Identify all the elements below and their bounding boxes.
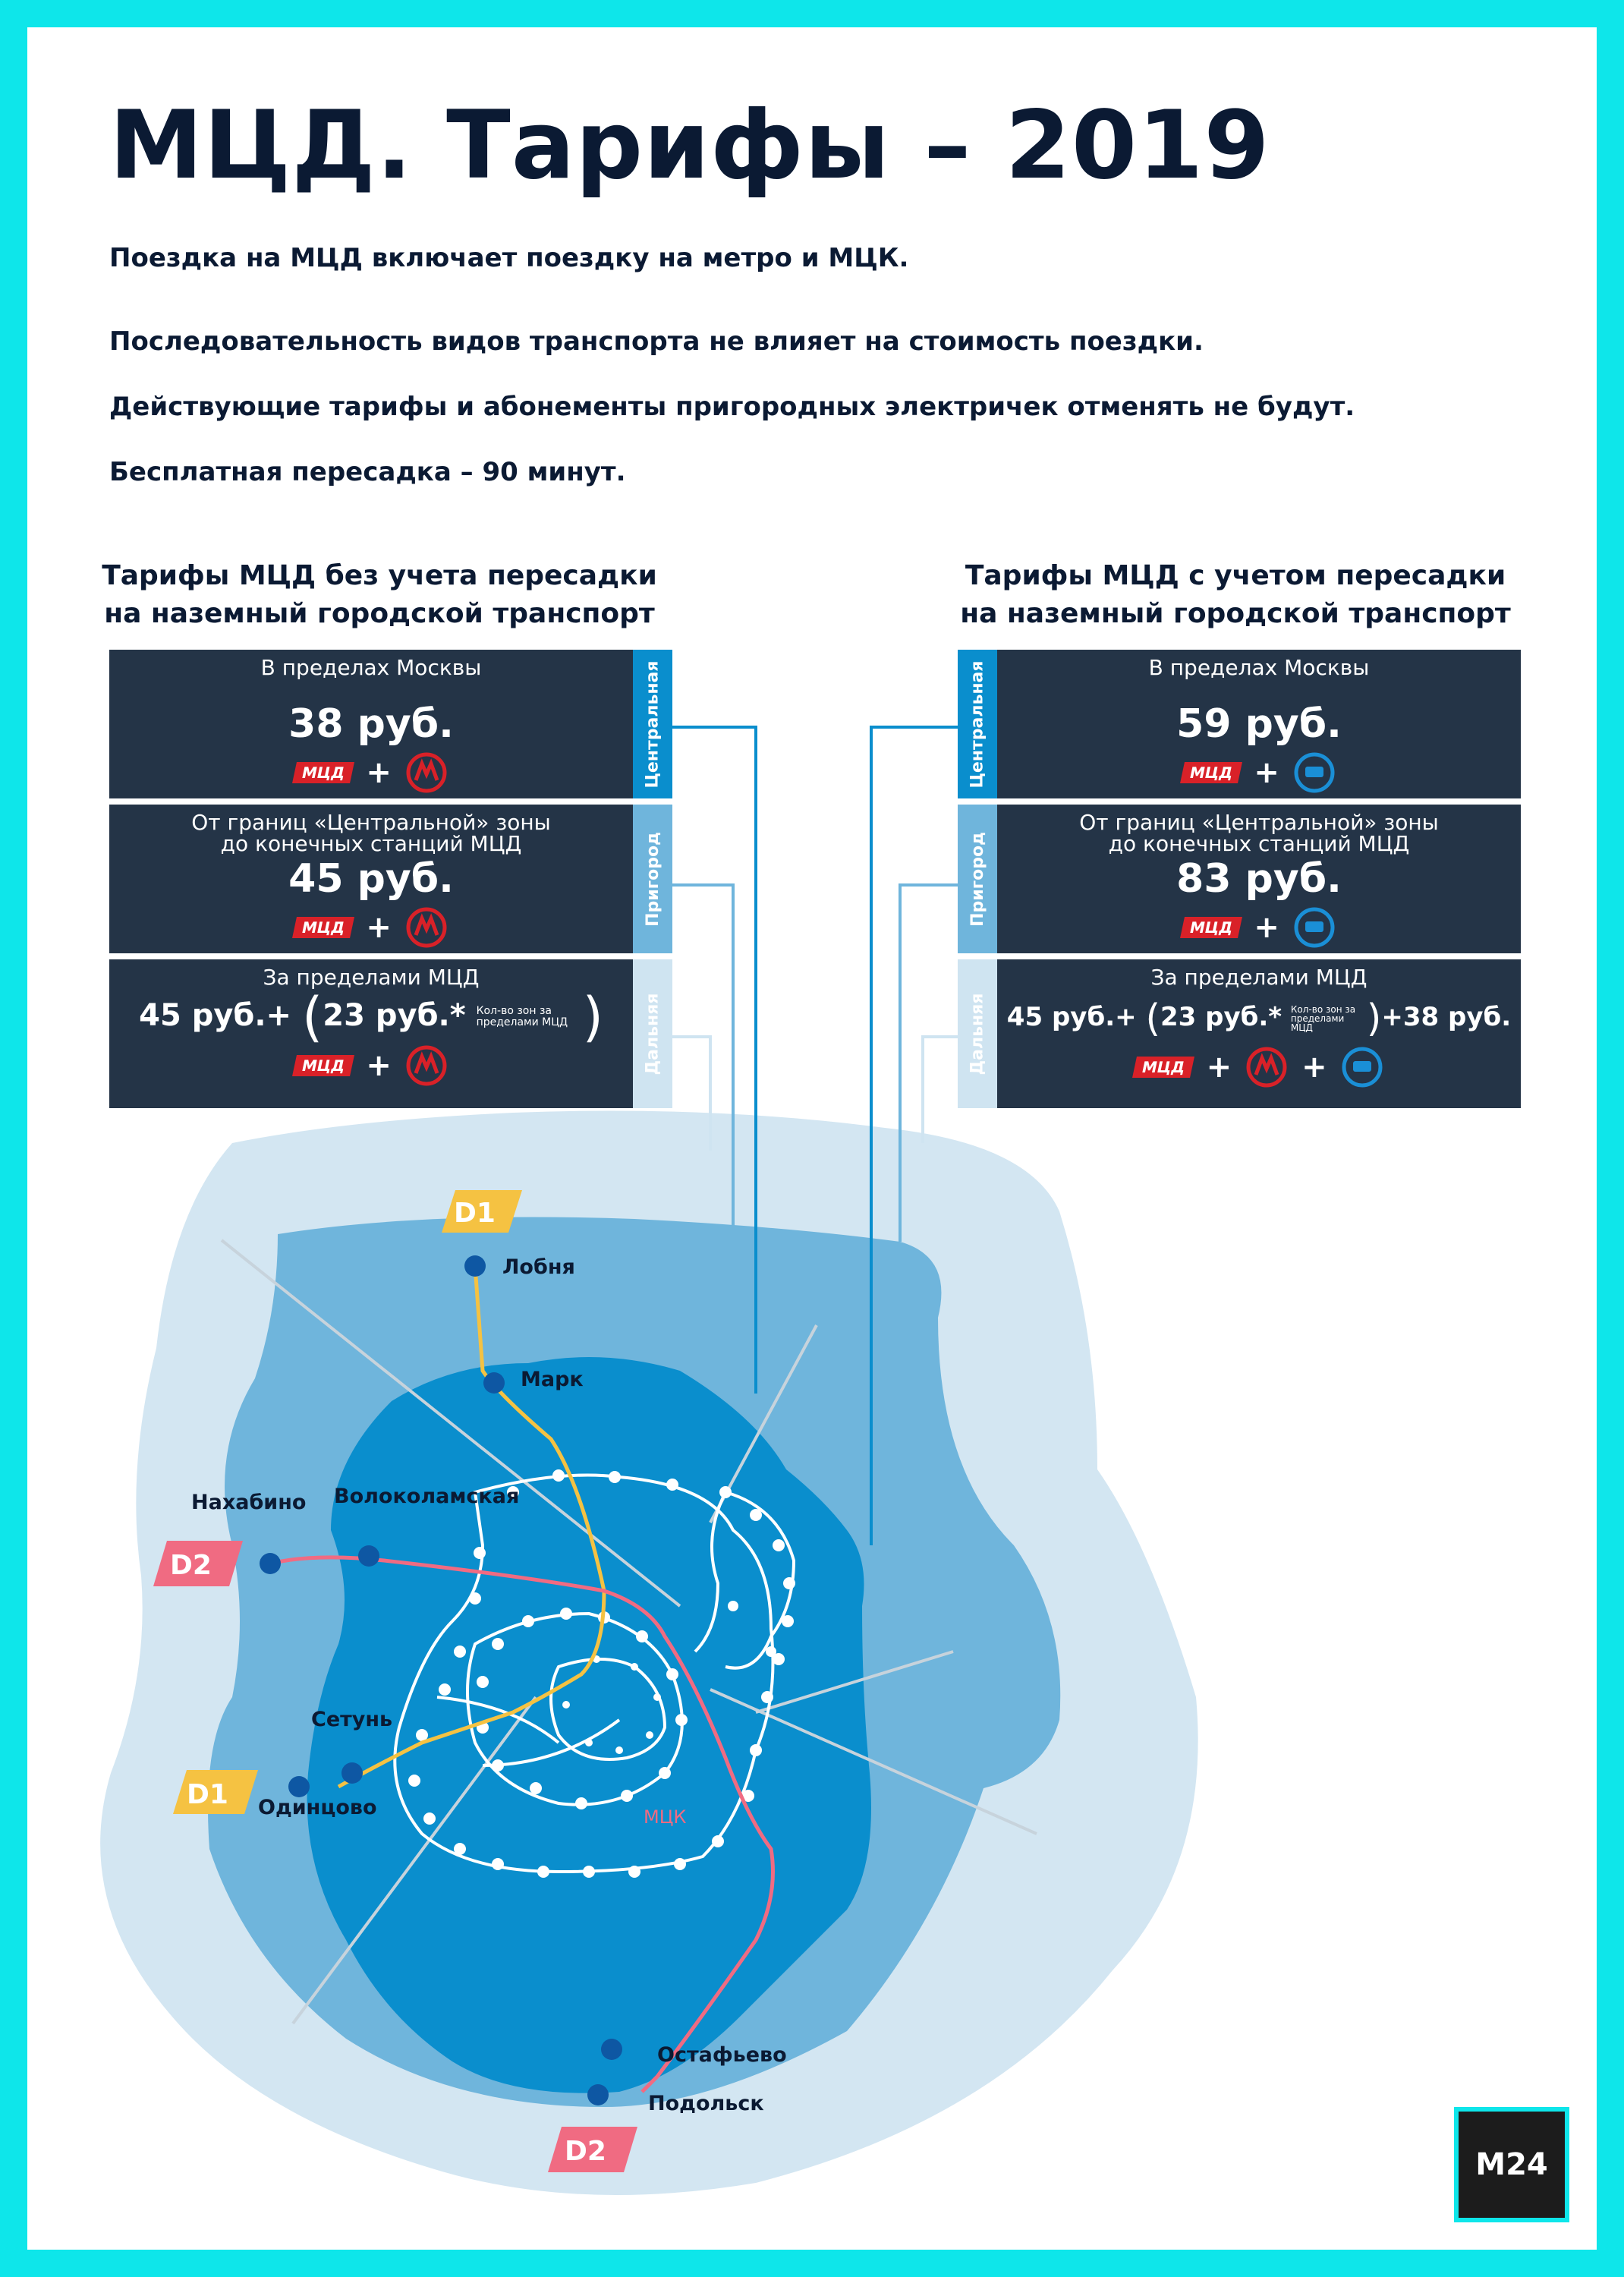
metro-stations	[408, 1469, 795, 1878]
svg-text:D1: D1	[454, 1198, 496, 1229]
card-connectors	[672, 726, 958, 1545]
ground-transport-icon	[1342, 1047, 1383, 1087]
right-card-suburb: От границ «Центральной» зоны до конечных…	[997, 805, 1521, 953]
right-zone-central: Центральная	[958, 650, 997, 798]
d2-badge-left: D2	[153, 1541, 243, 1586]
station-setun: Сетунь	[311, 1708, 392, 1731]
mck-label: МЦК	[644, 1806, 686, 1828]
ground-transport-icon	[1294, 907, 1335, 948]
mcd-badge: МЦД	[292, 762, 355, 783]
station-volokolamskaya: Волоколамская	[334, 1485, 519, 1508]
ground-transport-icon	[1294, 752, 1335, 793]
mcd-map: Лобня Марк Нахабино Волоколамская Сетунь…	[100, 726, 1198, 2195]
right-zone-far: Дальняя	[958, 959, 997, 1108]
mcd-stations	[260, 1255, 622, 2105]
mcd-badge: МЦД	[1132, 1056, 1195, 1078]
mcd-badge: МЦД	[292, 917, 355, 938]
d2-line	[269, 1555, 775, 2093]
left-card-far: За пределами МЦД 45 руб.+ (23 руб.* Кол-…	[109, 959, 633, 1108]
d1-line	[337, 1265, 606, 1789]
metro-icon	[406, 752, 447, 793]
left-card-central: В пределах Москвы 38 руб. МЦД +	[109, 650, 633, 798]
svg-text:D1: D1	[187, 1779, 228, 1810]
station-ostafyevo: Остафьево	[657, 2043, 787, 2067]
intro-line-4: Бесплатная пересадка – 90 минут.	[109, 457, 626, 487]
metro-icon	[1246, 1047, 1287, 1087]
infographic-frame: МЦД. Тарифы – 2019 Поездка на МЦД включа…	[27, 27, 1597, 2250]
station-mark: Марк	[521, 1368, 584, 1391]
svg-text:D2: D2	[170, 1550, 212, 1581]
intro-line-2: Последовательность видов транспорта не в…	[109, 326, 1204, 357]
left-zone-suburb: Пригород	[633, 805, 672, 953]
station-podolsk: Подольск	[648, 2092, 764, 2115]
mcd-badge: МЦД	[1180, 917, 1243, 938]
station-odintsovo: Одинцово	[258, 1796, 377, 1819]
right-column-heading: Тарифы МЦД с учетом пересадки на наземны…	[960, 560, 1511, 629]
left-zone-central: Центральная	[633, 650, 672, 798]
mcd-badge: МЦД	[292, 1055, 355, 1076]
right-card-far: За пределами МЦД 45 руб.+ (23 руб.* Кол-…	[997, 959, 1521, 1108]
right-card-central: В пределах Москвы 59 руб. МЦД +	[997, 650, 1521, 798]
zone-central-area	[307, 1357, 871, 2093]
m24-logo: M24	[1454, 2107, 1569, 2222]
mcd-badge: МЦД	[1180, 762, 1243, 783]
metro-icon	[406, 907, 447, 948]
left-card-suburb: От границ «Центральной» зоны до конечных…	[109, 805, 633, 953]
right-zone-suburb: Пригород	[958, 805, 997, 953]
station-nakhabino: Нахабино	[191, 1491, 306, 1514]
svg-text:D2: D2	[565, 2136, 606, 2167]
left-zone-far: Дальняя	[633, 959, 672, 1108]
d1-badge-left: D1	[173, 1770, 258, 1814]
intro-line-1: Поездка на МЦД включает поездку на метро…	[109, 243, 909, 273]
station-lobnya: Лобня	[502, 1255, 575, 1279]
d2-badge-bottom: D2	[548, 2127, 637, 2172]
page-title: МЦД. Тарифы – 2019	[109, 91, 1270, 200]
d1-badge-top: D1	[442, 1190, 522, 1233]
left-column-heading: Тарифы МЦД без учета пересадки на наземн…	[102, 560, 657, 629]
metro-icon	[406, 1045, 447, 1086]
intro-line-3: Действующие тарифы и абонементы пригород…	[109, 392, 1355, 422]
